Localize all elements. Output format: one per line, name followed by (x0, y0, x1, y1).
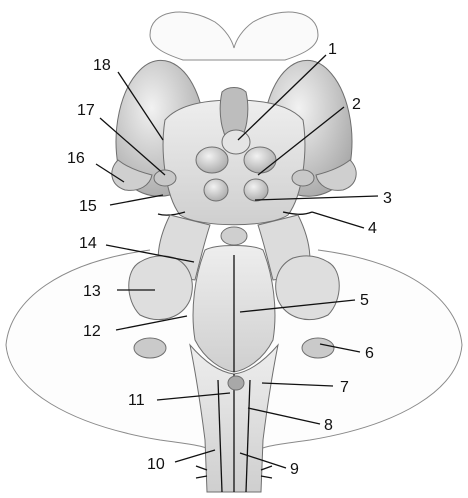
left-flocculus (133, 337, 167, 359)
right-middle-peduncle-cut (275, 255, 340, 321)
right-lateral-flap (315, 159, 357, 191)
left-rootlets (195, 465, 208, 479)
label-8: 8 (324, 417, 333, 434)
leader-3 (254, 195, 379, 201)
leader-12 (115, 315, 188, 331)
left-lateral-flap (111, 159, 153, 191)
leader-5 (239, 299, 356, 313)
label-16: 16 (67, 150, 85, 167)
leader-16 (95, 163, 125, 183)
leader-18 (117, 71, 164, 141)
right-geniculate-body (291, 169, 315, 187)
leader-6 (319, 343, 361, 353)
right-trochlear-nerve (282, 211, 313, 215)
label-4: 4 (368, 220, 377, 237)
left-superior-colliculus (195, 146, 229, 174)
label-9: 9 (290, 461, 299, 478)
leader-17 (99, 117, 166, 176)
label-10: 10 (147, 456, 165, 473)
label-14: 14 (79, 235, 97, 252)
left-fasciculus-line (217, 379, 223, 493)
right-fasciculus-line (245, 379, 251, 493)
left-middle-peduncle-cut (128, 255, 193, 321)
right-flocculus (301, 337, 335, 359)
obex (227, 375, 245, 391)
label-1: 1 (328, 41, 337, 58)
label-6: 6 (365, 345, 374, 362)
left-inferior-colliculus (203, 178, 229, 202)
label-13: 13 (83, 283, 101, 300)
superior-medullary-velum (220, 226, 248, 246)
leader-8 (247, 407, 321, 425)
label-3: 3 (383, 190, 392, 207)
label-11: 11 (128, 392, 145, 409)
leader-1 (237, 54, 327, 141)
left-geniculate-body (153, 169, 177, 187)
leader-14 (105, 244, 195, 263)
leader-2 (257, 106, 345, 176)
label-2: 2 (352, 96, 361, 113)
label-5: 5 (360, 292, 369, 309)
leader-4 (311, 211, 365, 229)
label-17: 17 (77, 102, 95, 119)
leader-9 (239, 452, 287, 469)
central-body (221, 129, 251, 155)
leader-15 (109, 194, 164, 206)
top-outline (149, 11, 319, 61)
right-superior-colliculus (243, 146, 277, 174)
leader-11 (156, 392, 231, 401)
leader-10 (174, 449, 216, 463)
label-12: 12 (83, 323, 101, 340)
label-15: 15 (79, 198, 97, 215)
label-7: 7 (340, 379, 349, 396)
right-inferior-colliculus (243, 178, 269, 202)
leader-7 (261, 382, 334, 387)
right-rootlets (260, 465, 273, 479)
label-18: 18 (93, 57, 111, 74)
